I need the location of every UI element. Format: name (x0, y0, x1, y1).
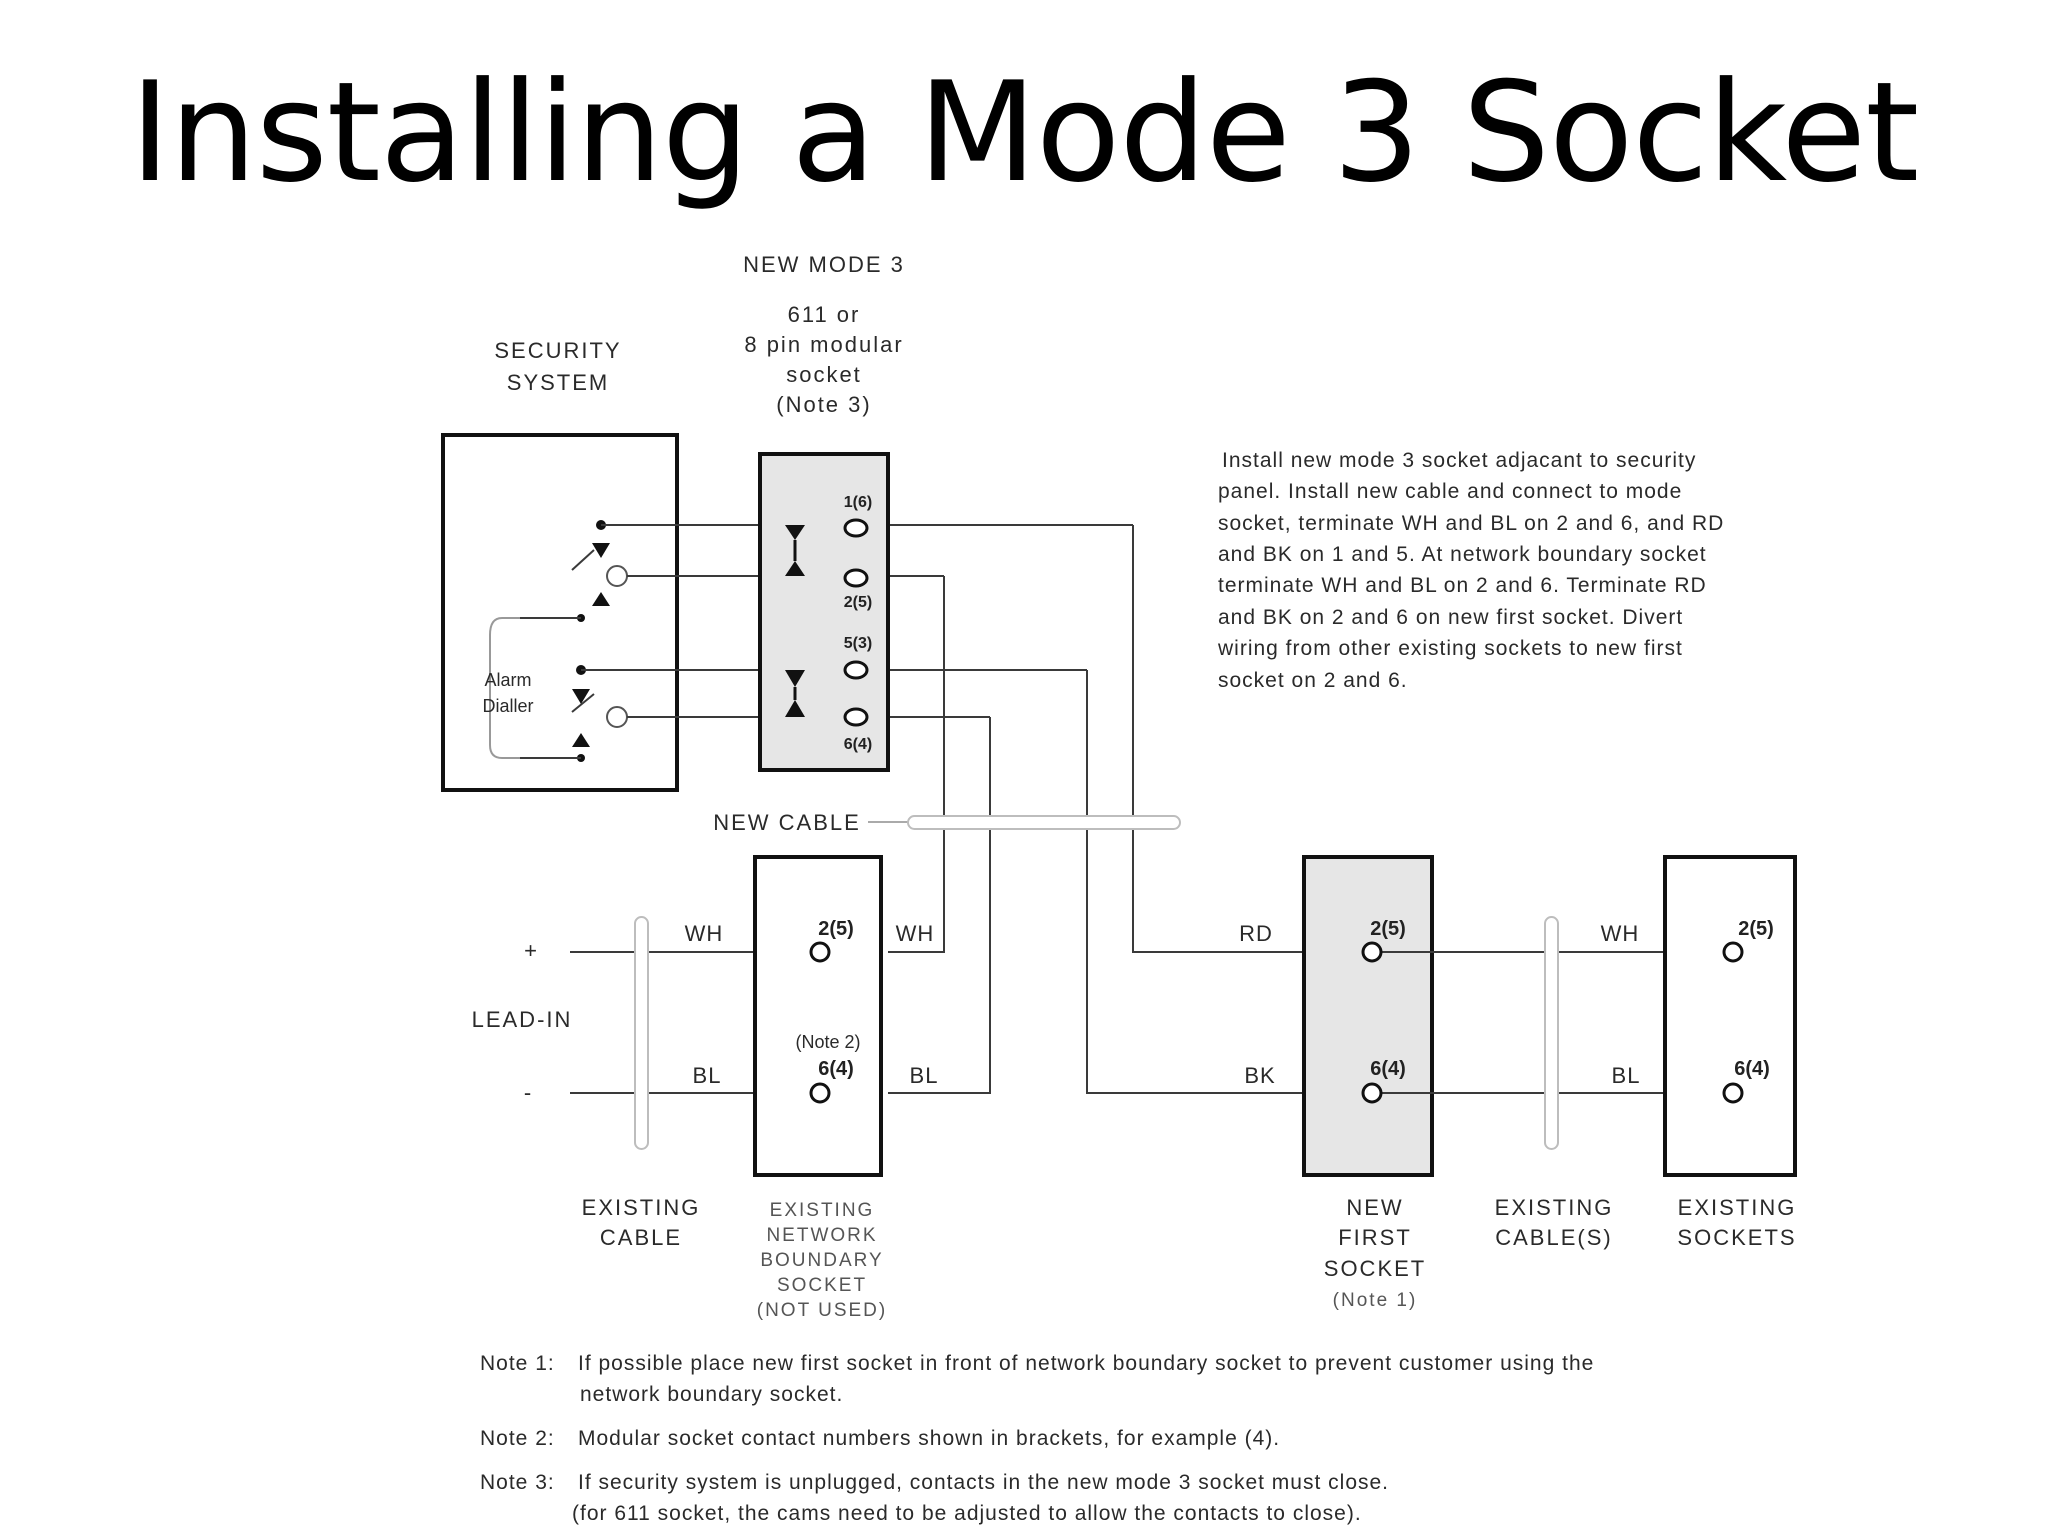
socket-type-line3: socket (786, 362, 862, 387)
instruction-line: wiring from other existing sockets to ne… (1217, 637, 1683, 660)
notes-section: Note 1: If possible place new first sock… (480, 1352, 1594, 1525)
instruction-line: and BK on 1 and 5. At network boundary s… (1218, 543, 1707, 566)
plus-sign: + (524, 938, 538, 963)
note2-label: Note 2: (480, 1427, 555, 1450)
socket-type-line2: 8 pin modular (744, 332, 903, 357)
slide-title: Installing a Mode 3 Socket (129, 52, 1920, 213)
existing-wh-label: WH (1601, 921, 1640, 946)
note1-line1: If possible place new first socket in fr… (578, 1352, 1594, 1375)
lead-in-bl-label: BL (693, 1063, 722, 1088)
note1-line2: network boundary socket. (580, 1383, 843, 1406)
bk-wire-label: BK (1244, 1063, 1275, 1088)
mode3-pin-2: 2(5) (844, 594, 872, 611)
existing-cables-label-2: CABLE(S) (1495, 1225, 1612, 1250)
instruction-line: panel. Install new cable and connect to … (1218, 480, 1682, 503)
existing-cables-label-1: EXISTING (1495, 1195, 1614, 1220)
note2-inline-label: (Note 2) (795, 1032, 860, 1052)
new-cable-label: NEW CABLE (713, 810, 861, 835)
minus-sign: - (524, 1080, 532, 1105)
existing-socket-pin-2: 2(5) (1738, 918, 1774, 940)
instruction-line: Install new mode 3 socket adjacant to se… (1222, 449, 1696, 472)
new-mode3-label: NEW MODE 3 (743, 252, 905, 277)
lead-in-wh-label: WH (685, 921, 724, 946)
existing-sockets-box: 2(5) 6(4) (1663, 855, 1797, 1177)
instruction-line: socket on 2 and 6. (1218, 669, 1408, 692)
network-boundary-socket: 2(5) (Note 2) 6(4) (753, 855, 883, 1177)
existing-sockets-label-1: EXISTING (1678, 1195, 1797, 1220)
nbs-pin-2: 2(5) (818, 918, 854, 940)
instructions-paragraph: Install new mode 3 socket adjacant to se… (1217, 449, 1724, 692)
security-system-panel: Alarm Dialler (441, 433, 1133, 792)
rd-wire-label: RD (1239, 921, 1273, 946)
instruction-line: socket, terminate WH and BL on 2 and 6, … (1218, 512, 1724, 535)
first-socket-note1-label: (Note 1) (1333, 1290, 1418, 1311)
existing-cable-sheath (634, 916, 649, 1150)
nbs-label-2: NETWORK (766, 1225, 877, 1246)
mode3-pin-1: 1(6) (844, 494, 872, 511)
mode3-pin-6: 6(4) (844, 736, 872, 753)
instruction-line: and BK on 2 and 6 on new first socket. D… (1218, 606, 1683, 629)
nbs-label-5: (NOT USED) (757, 1300, 887, 1321)
instruction-line: terminate WH and BL on 2 and 6. Terminat… (1218, 574, 1707, 597)
new-mode3-socket: 1(6) 2(5) 5(3) 6(4) (758, 452, 890, 772)
nbs-label-3: BOUNDARY (760, 1250, 883, 1271)
first-socket-label-3: SOCKET (1324, 1256, 1426, 1281)
new-first-socket: 2(5) 6(4) (1302, 855, 1726, 1177)
security-system-label-2: SYSTEM (507, 370, 609, 395)
socket-type-line1: 611 or (788, 302, 861, 327)
security-system-label-1: SECURITY (494, 338, 621, 363)
existing-socket-pin-6: 6(4) (1734, 1058, 1770, 1080)
existing-bl-label: BL (1612, 1063, 1641, 1088)
note3-line1: If security system is unplugged, contact… (578, 1471, 1389, 1494)
nbs-label-4: SOCKET (777, 1275, 867, 1296)
nbs-label-1: EXISTING (770, 1200, 875, 1221)
lead-in-label: LEAD-IN (472, 1007, 573, 1032)
first-socket-pin-2: 2(5) (1370, 918, 1406, 940)
mode3-pin-5: 5(3) (844, 635, 872, 652)
note3-label: Note 3: (480, 1471, 555, 1494)
new-cable-sheath (907, 815, 1181, 830)
alarm-dialler-label-1: Alarm (484, 670, 531, 690)
existing-cable-label-2: CABLE (600, 1225, 682, 1250)
first-socket-label-1: NEW (1346, 1195, 1403, 1220)
note1-label: Note 1: (480, 1352, 555, 1375)
note2-line1: Modular socket contact numbers shown in … (578, 1427, 1280, 1450)
socket-type-line4: (Note 3) (776, 392, 871, 417)
existing-sockets-label-2: SOCKETS (1677, 1225, 1796, 1250)
first-socket-pin-6: 6(4) (1370, 1058, 1406, 1080)
alarm-dialler-label-2: Dialler (482, 696, 533, 716)
existing-cable-label-1: EXISTING (582, 1195, 701, 1220)
note3-line2: (for 611 socket, the cams need to be adj… (572, 1502, 1362, 1525)
first-socket-label-2: FIRST (1338, 1225, 1412, 1250)
existing-cables-sheath (1544, 916, 1559, 1150)
nbs-pin-6: 6(4) (818, 1058, 854, 1080)
nbs-wh-label: WH (896, 921, 935, 946)
nbs-bl-label: BL (910, 1063, 939, 1088)
